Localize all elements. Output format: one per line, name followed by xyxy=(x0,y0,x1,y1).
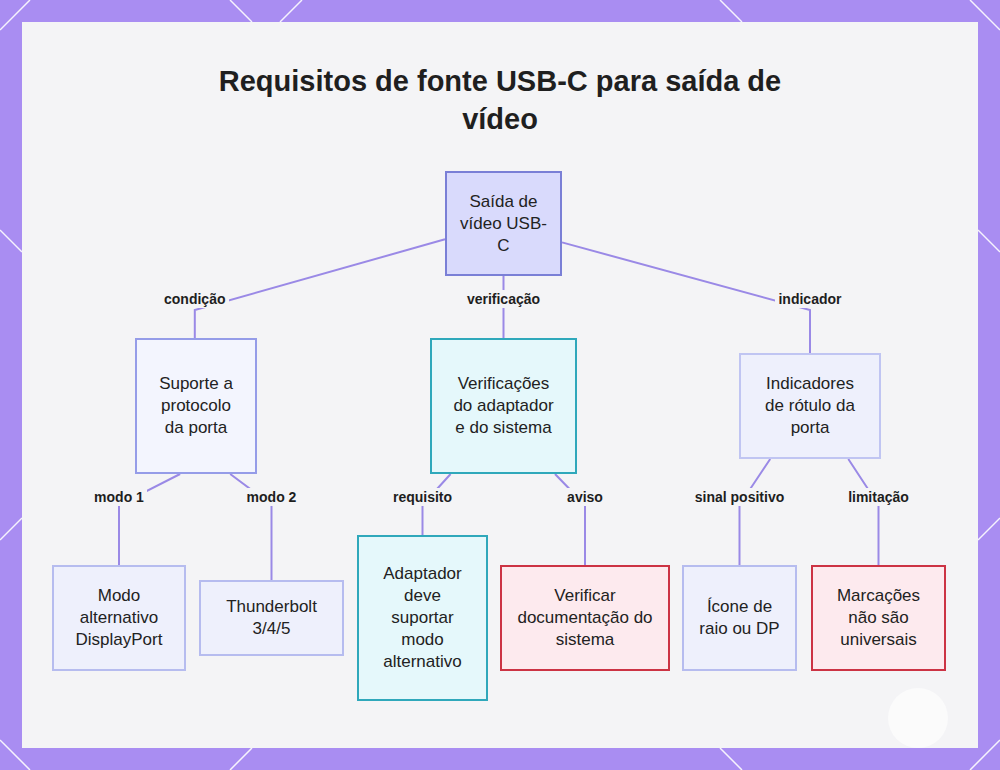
edge-label: condição xyxy=(161,290,228,308)
node-text: Indicadores de rótulo da porta xyxy=(755,373,865,439)
node-text: Adaptador deve suportar modo alternativo xyxy=(371,563,474,673)
node-text: Marcações não são universais xyxy=(823,585,934,651)
process-box: Verificar documentação do sistema xyxy=(500,565,670,671)
process-box: Verificações do adaptador e do sistema xyxy=(430,338,577,474)
process-box: Saída de vídeo USB-C xyxy=(445,171,562,276)
edge-label: requisito xyxy=(390,488,455,506)
process-box: Modo alternativo DisplayPort xyxy=(52,565,186,671)
connector-line xyxy=(740,459,771,565)
node-text: Ícone de raio ou DP xyxy=(696,596,783,640)
edge-label: modo 1 xyxy=(91,488,147,506)
connector-line xyxy=(195,239,445,338)
edge-label: sinal positivo xyxy=(692,488,787,506)
connector-line xyxy=(562,242,810,353)
process-box: Indicadores de rótulo da porta xyxy=(739,353,881,459)
process-box: Ícone de raio ou DP xyxy=(682,565,797,671)
connector-line xyxy=(848,459,878,565)
process-box: Adaptador deve suportar modo alternativo xyxy=(357,535,488,701)
node-text: Saída de vídeo USB-C xyxy=(459,191,548,257)
diagram-title: Requisitos de fonte USB-C para saída de … xyxy=(200,62,800,138)
process-box: Thunderbolt 3/4/5 xyxy=(199,580,344,656)
node-text: Modo alternativo DisplayPort xyxy=(64,585,174,651)
process-box: Marcações não são universais xyxy=(811,565,946,671)
node-text: Suporte a protocolo da porta xyxy=(151,373,241,439)
watermark-badge xyxy=(888,688,948,748)
node-text: Verificações do adaptador e do sistema xyxy=(448,373,559,439)
edge-label: modo 2 xyxy=(244,488,300,506)
edge-label: aviso xyxy=(564,488,606,506)
edge-label: limitação xyxy=(845,488,912,506)
process-box: Suporte a protocolo da porta xyxy=(135,338,257,474)
node-text: Verificar documentação do sistema xyxy=(516,585,654,651)
edge-label: indicador xyxy=(775,290,844,308)
node-text: Thunderbolt 3/4/5 xyxy=(213,596,330,640)
edge-label: verificação xyxy=(464,290,543,308)
